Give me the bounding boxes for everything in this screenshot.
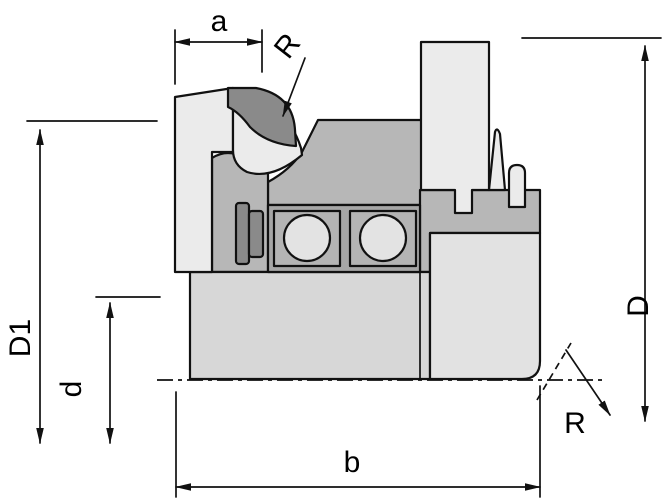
part-cross-section xyxy=(157,40,606,381)
retainer-pin-section xyxy=(507,163,527,209)
dim-label-d1: D1 xyxy=(4,319,37,357)
radius-label-top: R xyxy=(268,27,307,64)
dimension-a: a xyxy=(174,5,263,85)
radius-label-bottom: R xyxy=(564,407,586,440)
dim-label-b: b xyxy=(344,446,361,479)
dimension-d: d xyxy=(55,296,161,444)
radius-top-leader xyxy=(282,57,306,117)
radius-callout-bottom: R xyxy=(536,342,611,440)
spring-finger-section xyxy=(487,128,507,192)
dim-label-d: d xyxy=(55,381,88,398)
radius-bottom-leader xyxy=(565,349,611,416)
dimension-d1: D1 xyxy=(4,120,158,444)
dimension-b: b xyxy=(175,385,541,498)
dimension-D: D xyxy=(521,37,662,422)
housing-block-section xyxy=(419,40,491,215)
bearing-roller-left xyxy=(282,213,332,263)
dim-label-a: a xyxy=(211,5,228,38)
dim-label-D: D xyxy=(622,295,655,317)
seal-lip-section xyxy=(226,86,298,148)
radius-bottom-tangent xyxy=(536,342,572,401)
lower-ring-section xyxy=(428,231,542,381)
bearing-roller-right xyxy=(358,213,408,263)
seal-ring-outer xyxy=(234,201,251,266)
shaft-sleeve-section xyxy=(188,270,432,381)
seal-ring-inner xyxy=(247,209,265,259)
